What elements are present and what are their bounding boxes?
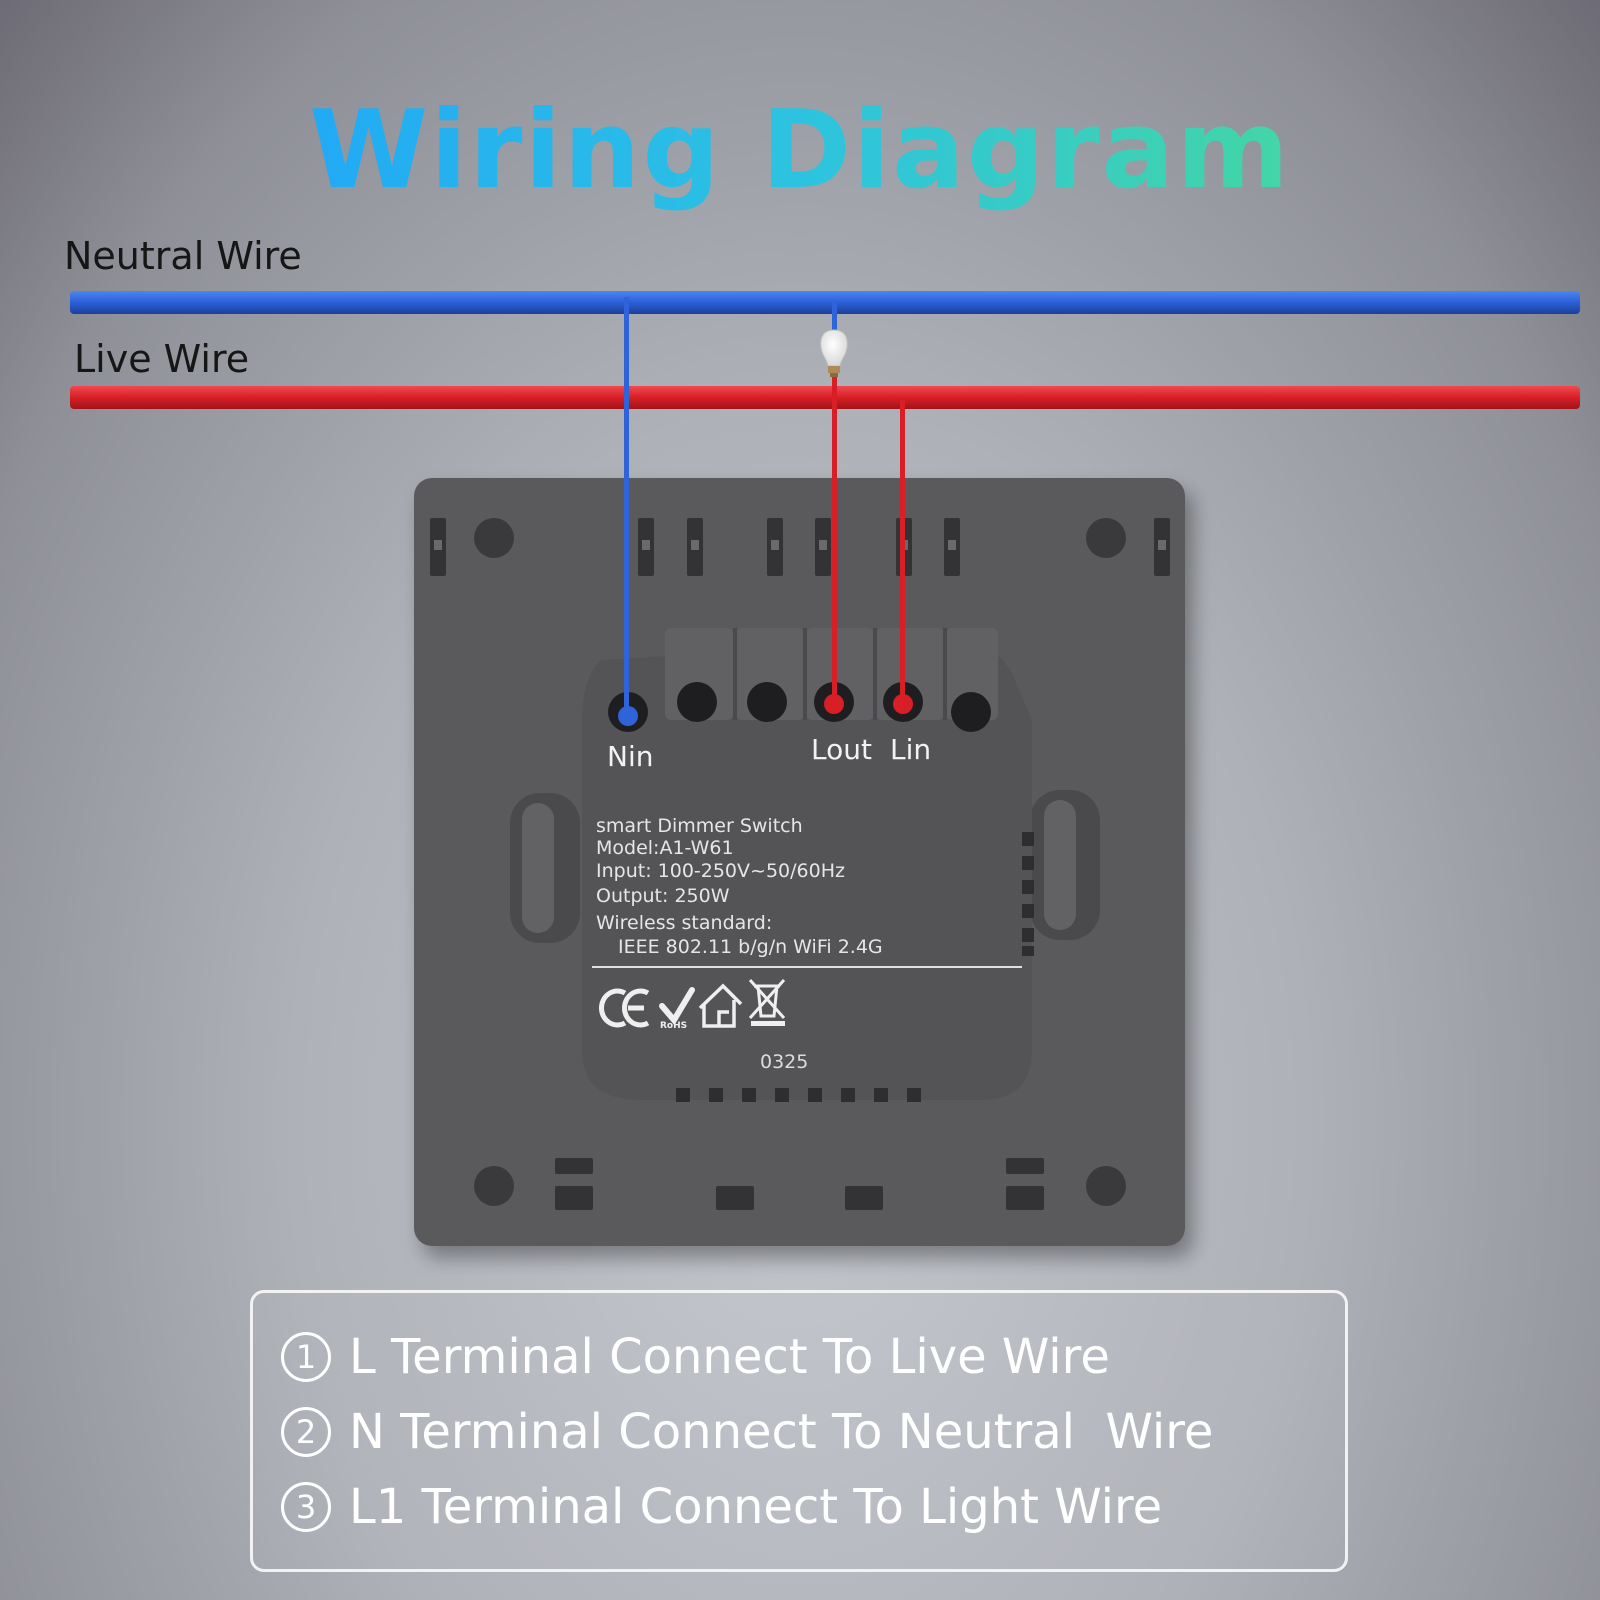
device-output-rating: Output: 250W: [596, 885, 730, 907]
instruction-text: L Terminal Connect To Live Wire: [349, 1329, 1110, 1385]
device-batch-code: 0325: [760, 1051, 809, 1073]
device-wireless-label: Wireless standard:: [596, 912, 773, 934]
ce-mark-icon: [599, 988, 650, 1028]
device-model: Model:A1-W61: [596, 837, 734, 859]
neutral-wire: [70, 291, 1580, 314]
load-wire: [832, 372, 837, 704]
rohs-label: RoHS: [660, 1021, 687, 1031]
live-wire-label: Live Wire: [74, 337, 250, 381]
terminal-label-nin: Nin: [607, 740, 654, 773]
device-product-name: smart Dimmer Switch: [596, 815, 803, 837]
instruction-text: N Terminal Connect To Neutral Wire: [349, 1404, 1214, 1460]
device-wireless-value: IEEE 802.11 b/g/n WiFi 2.4G: [618, 936, 883, 958]
load-wire-neutral-side: [832, 302, 837, 332]
step-number-badge: 1: [281, 1332, 331, 1382]
terminal-hole: [677, 682, 717, 722]
terminal-label-lout: Lout: [811, 733, 872, 766]
step-number-badge: 2: [281, 1407, 331, 1457]
instruction-text: L1 Terminal Connect To Light Wire: [349, 1479, 1163, 1535]
weee-bin-icon: [748, 978, 786, 1026]
instruction-item: 1 L Terminal Connect To Live Wire: [281, 1329, 1110, 1385]
instructions-box: 1 L Terminal Connect To Live Wire 2 N Te…: [250, 1290, 1348, 1572]
neutral-wire-label: Neutral Wire: [64, 234, 302, 278]
page-title-text: Wiring Diagram: [309, 88, 1291, 213]
screw-hole: [1086, 1166, 1126, 1206]
device-input-rating: Input: 100-250V~50/60Hz: [596, 860, 845, 882]
neutral-drop-wire: [624, 297, 629, 715]
live-wire: [70, 386, 1580, 409]
dimmer-module: [582, 628, 1034, 1102]
terminal-hole: [951, 692, 991, 732]
lout-connection-dot: [824, 694, 844, 714]
nin-connection-dot: [618, 706, 638, 726]
rohs-check-icon: RoHS: [659, 987, 695, 1031]
indoor-use-house-icon: [698, 983, 743, 1028]
instruction-item: 2 N Terminal Connect To Neutral Wire: [281, 1404, 1213, 1460]
instruction-item: 3 L1 Terminal Connect To Light Wire: [281, 1479, 1162, 1535]
screw-hole: [1086, 518, 1126, 558]
page-title: Wiring Diagram: [0, 88, 1600, 213]
screw-hole: [474, 1166, 514, 1206]
live-drop-wire: [900, 400, 905, 704]
terminal-hole: [747, 682, 787, 722]
light-bulb-icon: [820, 329, 848, 377]
step-number-badge: 3: [281, 1482, 331, 1532]
screw-hole: [474, 518, 514, 558]
lin-connection-dot: [893, 694, 913, 714]
terminal-label-lin: Lin: [890, 733, 932, 766]
